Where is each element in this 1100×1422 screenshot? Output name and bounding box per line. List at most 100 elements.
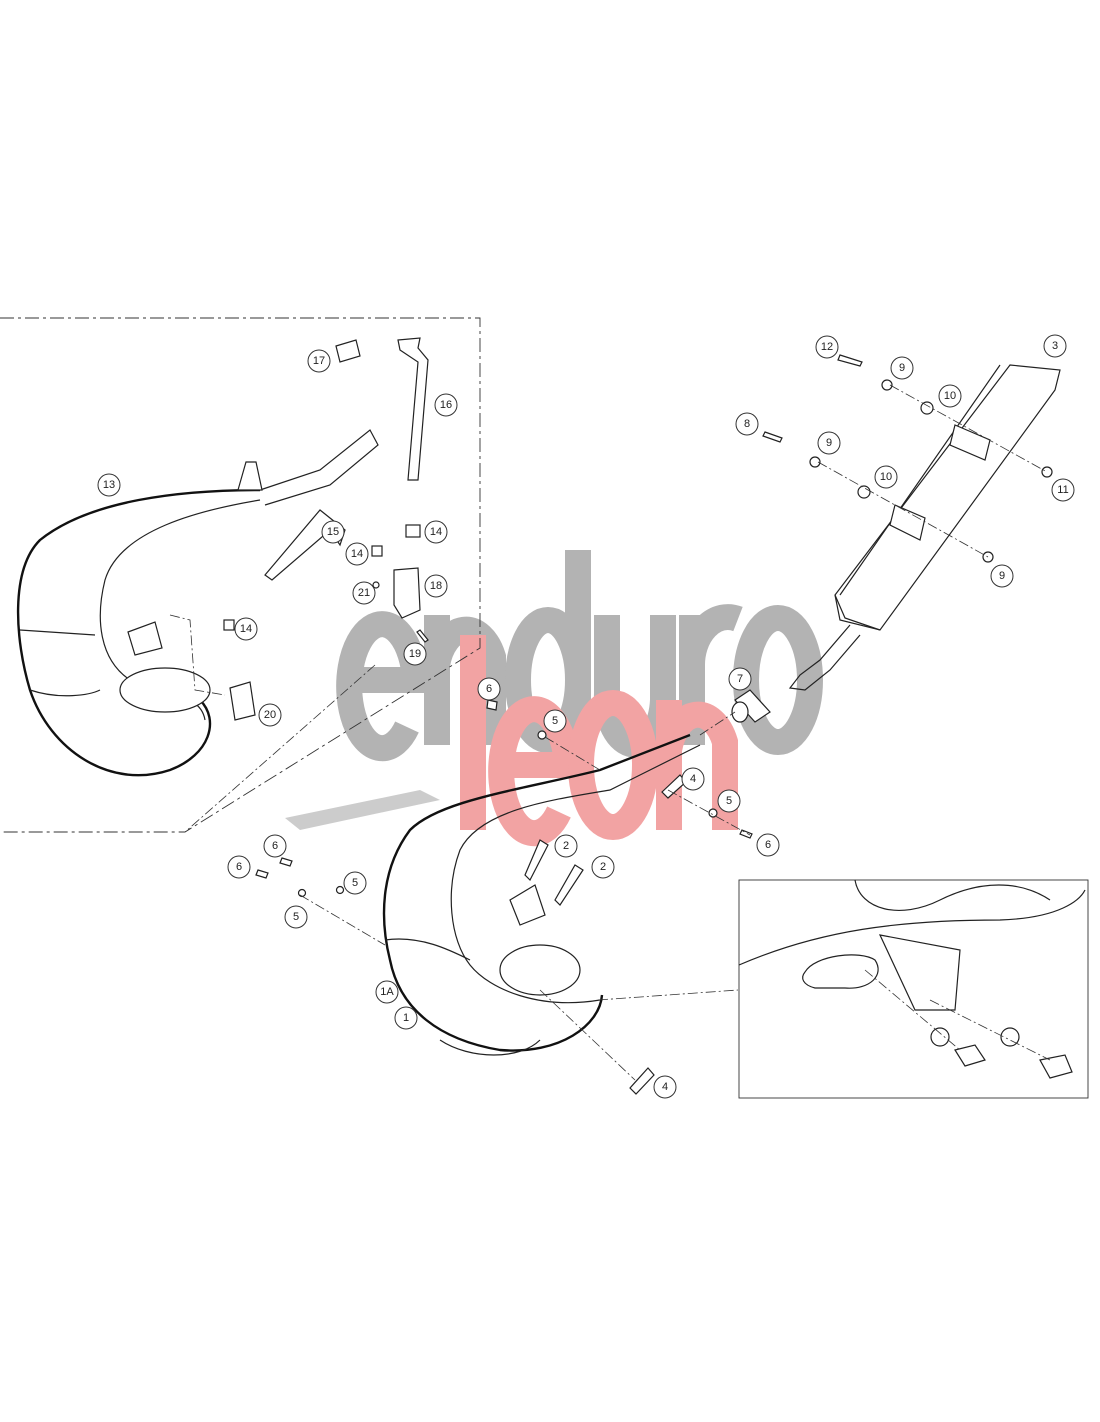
callout-number: 18 <box>430 580 442 592</box>
callout-circle <box>394 1006 418 1030</box>
callout-circle <box>234 617 258 641</box>
callout-circle <box>477 677 501 701</box>
detail-inset-frame <box>738 879 1089 1099</box>
callout-circle <box>817 431 841 455</box>
callout-number: 5 <box>726 795 732 807</box>
callout-circle <box>97 473 121 497</box>
watermark-letter-e <box>336 611 429 762</box>
callout-5: 5 <box>284 905 308 929</box>
callout-21: 21 <box>352 581 376 605</box>
callout-number: 14 <box>430 526 442 538</box>
callout-number: 12 <box>821 341 833 353</box>
expansion-chamber-alt <box>16 429 379 777</box>
callout-11: 11 <box>1051 478 1075 502</box>
callout-14: 14 <box>234 617 258 641</box>
callout-number: 20 <box>264 709 276 721</box>
callout-10: 10 <box>874 465 898 489</box>
callout-circle <box>343 871 367 895</box>
callout-17: 17 <box>307 349 331 373</box>
callout-circle <box>653 1075 677 1099</box>
callout-number: 19 <box>409 648 421 660</box>
watermark-letter-n <box>656 700 738 830</box>
callout-20: 20 <box>258 703 282 727</box>
callout-circle <box>890 356 914 380</box>
callout-number: 7 <box>737 673 743 685</box>
callout-number: 14 <box>240 623 252 635</box>
small-parts-alt <box>169 337 429 721</box>
callout-number: 9 <box>999 570 1005 582</box>
callout-number: 6 <box>765 839 771 851</box>
callout-2: 2 <box>554 834 578 858</box>
callout-13: 13 <box>97 473 121 497</box>
silencer <box>788 364 1061 691</box>
callout-circle <box>681 767 705 791</box>
callout-circle <box>403 642 427 666</box>
callout-6: 6 <box>263 834 287 858</box>
callout-circle <box>728 667 752 691</box>
callout-circle <box>424 574 448 598</box>
callout-number: 1 <box>403 1012 409 1024</box>
callout-circle <box>1043 334 1067 358</box>
callout-circle <box>591 855 615 879</box>
callout-number: 6 <box>486 683 492 695</box>
callout-number: 16 <box>440 399 452 411</box>
callout-circle <box>543 709 567 733</box>
callout-circle <box>1051 478 1075 502</box>
callout-circle <box>307 349 331 373</box>
callout-10: 10 <box>938 384 962 408</box>
callout-9: 9 <box>817 431 841 455</box>
callout-16: 16 <box>434 393 458 417</box>
callout-circle <box>756 833 780 857</box>
callout-number: 9 <box>899 362 905 374</box>
callout-circle <box>554 834 578 858</box>
callout-5: 5 <box>717 789 741 813</box>
callout-number: 2 <box>600 861 606 873</box>
callout-number: 5 <box>352 877 358 889</box>
callout-circle <box>717 789 741 813</box>
watermark-swoosh <box>285 790 440 830</box>
callout-circle <box>424 520 448 544</box>
callout-9: 9 <box>990 564 1014 588</box>
callout-15: 15 <box>321 520 345 544</box>
callout-number: 5 <box>552 715 558 727</box>
mount-detail-inset <box>738 879 1086 1079</box>
callout-circle <box>284 905 308 929</box>
callout-5: 5 <box>543 709 567 733</box>
callout-circle <box>258 703 282 727</box>
silencer-hardware <box>762 354 1053 563</box>
callout-number: 13 <box>103 479 115 491</box>
callout-14: 14 <box>345 542 369 566</box>
watermark-letter-o <box>732 605 823 755</box>
callout-circle <box>990 564 1014 588</box>
callout-6: 6 <box>227 855 251 879</box>
callout-number: 6 <box>236 861 242 873</box>
callout-number: 9 <box>826 437 832 449</box>
callout-number: 21 <box>358 587 370 599</box>
callout-4: 4 <box>681 767 705 791</box>
callout-number: 10 <box>944 390 956 402</box>
callout-circle <box>263 834 287 858</box>
callout-number: 8 <box>744 418 750 430</box>
callout-circle <box>352 581 376 605</box>
callout-12: 12 <box>815 335 839 359</box>
chamber-hardware <box>184 664 753 1095</box>
callout-number: 2 <box>563 840 569 852</box>
callout-circle <box>321 520 345 544</box>
alternate-version-frame <box>0 317 481 833</box>
callout-number: 5 <box>293 911 299 923</box>
callout-4: 4 <box>653 1075 677 1099</box>
callout-circle <box>375 980 399 1004</box>
callout-6: 6 <box>477 677 501 701</box>
callout-3: 3 <box>1043 334 1067 358</box>
watermark-letter-o <box>567 690 658 840</box>
callout-number: 14 <box>351 548 363 560</box>
callout-number: 1A <box>380 986 394 998</box>
callout-number: 3 <box>1052 340 1058 352</box>
callout-14: 14 <box>424 520 448 544</box>
callout-circle <box>938 384 962 408</box>
callout-number: 4 <box>690 773 696 785</box>
callout-9: 9 <box>890 356 914 380</box>
callout-5: 5 <box>343 871 367 895</box>
